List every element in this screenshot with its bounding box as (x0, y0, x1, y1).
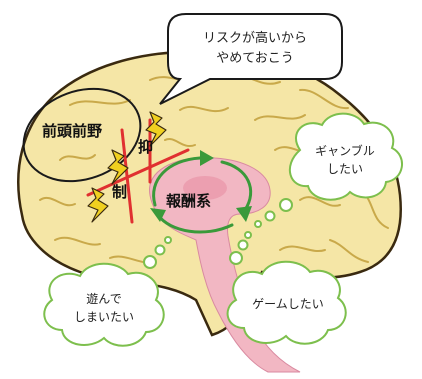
striatum-shape (183, 176, 227, 200)
speech-line-1: リスクが高いから (203, 30, 307, 46)
inhibit-label-b: 制 (112, 183, 127, 201)
lightning-icons (87, 111, 167, 223)
lightning-icon (145, 111, 167, 147)
reward-cycle-arrow (152, 156, 253, 234)
speech-line-2: やめておこう (216, 51, 294, 66)
reward-arrowheads (150, 150, 252, 222)
speech-bubble: リスクが高いから やめておこう (159, 13, 343, 105)
lightning-icon (87, 187, 109, 223)
prefrontal-label: 前頭前野 (42, 122, 102, 140)
game-line-1: ゲームしたい (252, 297, 324, 311)
gambling-line-1: ギャンブル (315, 143, 375, 158)
thought-bubble-gambling (254, 112, 403, 228)
lightning-icon (107, 149, 129, 185)
play-line-2: しまいたい (74, 310, 134, 324)
thought-bubble-play (43, 236, 172, 347)
gambling-line-2: したい (327, 162, 363, 176)
play-line-1: 遊んで (86, 291, 121, 306)
inhibit-label-a: 抑 (138, 138, 153, 156)
reward-system-label: 報酬系 (166, 192, 211, 210)
thought-bubble-game (226, 231, 347, 345)
prefrontal-oval (22, 87, 142, 183)
